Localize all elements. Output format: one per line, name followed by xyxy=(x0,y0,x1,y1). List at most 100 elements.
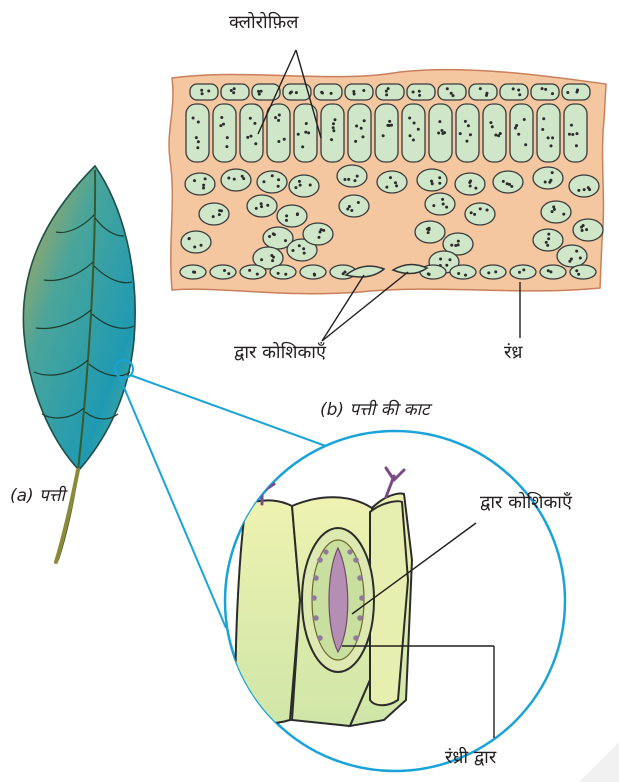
chloroplast-dot xyxy=(551,136,554,139)
chloroplast-dot xyxy=(202,187,205,190)
epidermis-cell xyxy=(407,84,435,100)
chloroplast-dot xyxy=(388,120,391,123)
chloroplast-dot xyxy=(583,188,586,191)
spongy-cell xyxy=(337,165,367,187)
spongy-cell xyxy=(185,173,215,195)
chloroplast-dot xyxy=(193,245,196,248)
chloroplast-dot xyxy=(301,145,304,148)
label-guard-cells-zoom: द्वार कोशिकाएँ xyxy=(480,490,572,514)
chloroplast-dot xyxy=(459,132,462,135)
spongy-cell xyxy=(181,231,211,253)
chloroplast-dot xyxy=(299,184,302,187)
label-stoma: रंध्र xyxy=(504,340,522,364)
palisade-cell xyxy=(213,104,236,162)
spongy-cell xyxy=(541,201,571,223)
chloroplast-dot xyxy=(307,131,310,134)
chloroplast-dot xyxy=(566,91,569,94)
chloroplast-dot xyxy=(550,144,553,147)
chloroplast-dot xyxy=(285,214,288,217)
chloroplast-dot xyxy=(218,209,221,212)
chloroplast-dot xyxy=(271,174,274,177)
chloroplast-dot xyxy=(514,126,517,129)
chloroplast-dot xyxy=(518,93,521,96)
chloroplast-dot xyxy=(551,210,554,213)
chloroplast-dot xyxy=(227,272,230,275)
chloroplast-dot xyxy=(257,90,260,93)
chloroplast-dot xyxy=(571,133,574,136)
chloroplast-dot xyxy=(332,122,335,125)
leaf-cross-section xyxy=(169,70,606,294)
palisade-cell xyxy=(321,104,344,162)
epidermis-cell xyxy=(252,84,280,100)
chloroplast-dot xyxy=(585,228,588,231)
lower-epidermis-cell xyxy=(300,265,326,279)
chloroplast-dot xyxy=(517,89,520,92)
chloroplast-dot xyxy=(278,113,281,116)
chloroplast-dot xyxy=(575,269,578,272)
caption-leaf-section: (b) पत्ती की काट xyxy=(320,397,430,420)
chloroplast-dot xyxy=(499,132,502,135)
chloroplast-dot xyxy=(544,88,547,91)
chloroplast-dot xyxy=(192,271,195,274)
chloroplast-dot xyxy=(506,182,509,185)
lower-epidermis-cell xyxy=(450,265,476,279)
chloroplast-dot xyxy=(332,129,335,132)
chloroplast-dot xyxy=(387,87,390,90)
chloroplast-dot xyxy=(207,89,210,92)
chloroplast-dot xyxy=(284,273,287,276)
chloroplast-dot xyxy=(226,136,229,139)
chloroplast-dot xyxy=(467,124,470,127)
chloroplast-dot xyxy=(502,180,505,183)
lower-epidermis-cell xyxy=(480,265,506,279)
chloroplast-dot xyxy=(448,258,451,261)
chloroplast-dot xyxy=(260,258,263,261)
chloroplast-dot xyxy=(285,219,288,222)
chloroplast-dot xyxy=(356,175,359,178)
chloroplast-dot xyxy=(223,269,226,272)
chloroplast-dot xyxy=(225,145,228,148)
palisade-cell xyxy=(375,104,398,162)
chloroplast-dot xyxy=(248,269,251,272)
chloroplast-dot xyxy=(353,179,356,182)
spongy-cell xyxy=(425,193,455,215)
chloroplast-dot xyxy=(581,229,584,232)
chloroplast-dot xyxy=(440,129,443,132)
chloroplast-dot xyxy=(321,92,324,95)
chloroplast-dot xyxy=(196,146,199,149)
spongy-cell xyxy=(533,167,563,189)
chloroplast-dot xyxy=(568,133,571,136)
chloroplast-dot xyxy=(298,244,301,247)
chloroplast-dot xyxy=(544,180,547,183)
epidermis-cell xyxy=(438,84,466,100)
chloroplast-dot xyxy=(290,91,293,94)
chloroplast-dot xyxy=(313,274,316,277)
chloroplast-dot xyxy=(417,128,420,131)
chloroplast-dot xyxy=(551,92,554,95)
chloroplast-dot xyxy=(470,211,473,214)
chloroplast-dot xyxy=(273,233,276,236)
caption-leaf: (a) पत्ती xyxy=(10,483,65,506)
lower-epidermis-cell xyxy=(570,265,596,279)
chloroplast-dot xyxy=(277,119,280,122)
chloroplast-dot xyxy=(546,244,549,247)
chloroplast-dot xyxy=(362,89,365,92)
chloroplast-dot xyxy=(464,274,467,277)
lower-epidermis-cell xyxy=(540,265,566,279)
chloroplast-dot xyxy=(270,254,273,257)
chloroplast-dot xyxy=(193,179,196,182)
chloroplast-dot xyxy=(409,134,412,137)
chloroplast-dot xyxy=(212,215,215,218)
chloroplast-dot xyxy=(430,180,433,183)
chloroplast-dot xyxy=(485,94,488,97)
chloroplast-dot xyxy=(542,117,545,120)
chloroplast-dot xyxy=(547,269,550,272)
palisade-cell xyxy=(402,104,425,162)
spongy-cell xyxy=(377,171,407,193)
chloroplast-dot xyxy=(575,132,578,135)
chloroplast-dot xyxy=(587,186,590,189)
epidermis-cell xyxy=(345,84,373,100)
chloroplast-dot xyxy=(394,181,397,184)
chloroplast-dot xyxy=(487,271,490,274)
chloroplast-dot xyxy=(255,207,258,210)
